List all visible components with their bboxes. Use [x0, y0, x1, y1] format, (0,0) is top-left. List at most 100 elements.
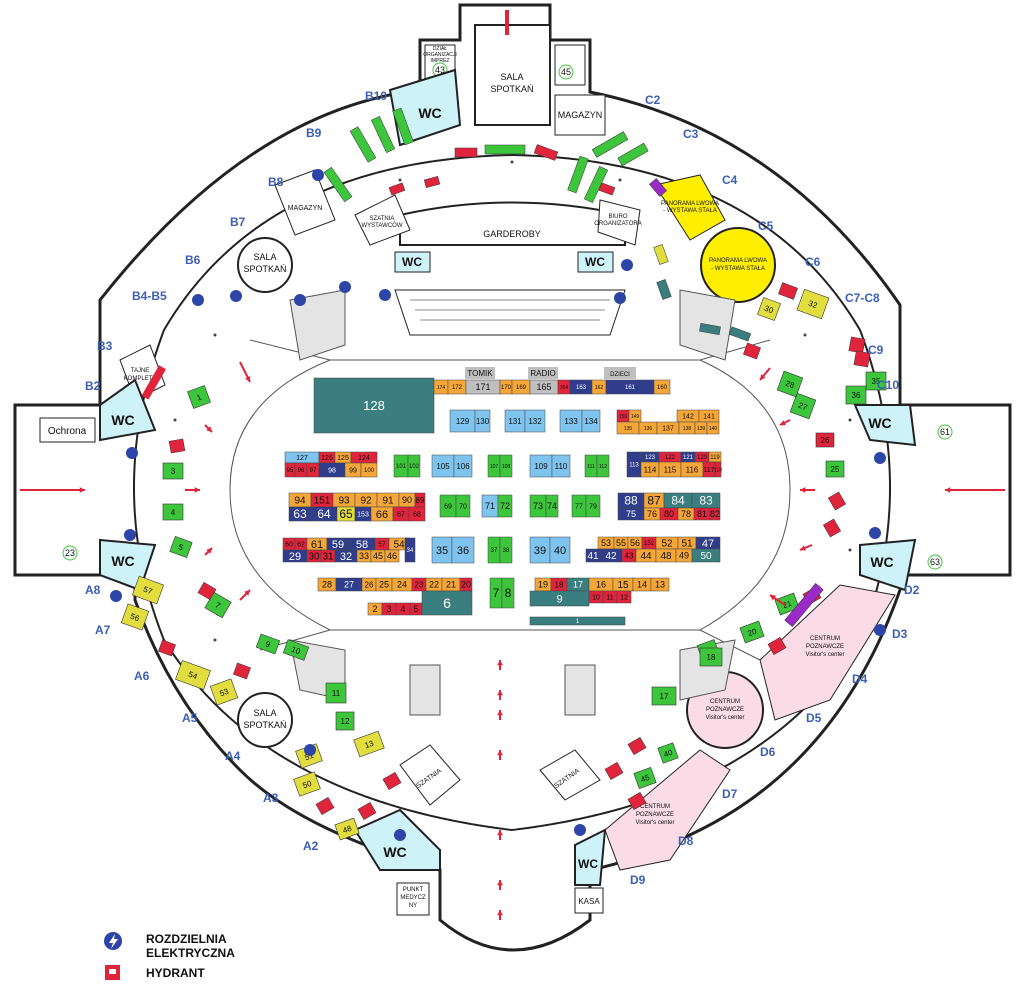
stand-119[interactable]: 119	[708, 451, 722, 463]
stand-160[interactable]: 160	[653, 379, 671, 395]
stand-16[interactable]: 16	[588, 577, 614, 592]
stand-46[interactable]: 46	[384, 549, 400, 563]
stand-66[interactable]: 66	[370, 506, 394, 522]
ring-stand-26[interactable]: 26	[815, 432, 835, 448]
ring-stand-11[interactable]: 11	[325, 682, 347, 704]
ring-slot[interactable]	[767, 636, 787, 656]
stand-79[interactable]: 79	[585, 494, 601, 518]
ring-slot[interactable]	[158, 639, 176, 657]
stand-51[interactable]: 51	[677, 536, 697, 550]
stand-38[interactable]: 38	[499, 536, 513, 564]
stand-76[interactable]: 76	[643, 507, 661, 521]
stand-64[interactable]: 64	[310, 506, 338, 522]
ring-stand-57[interactable]: 57	[131, 575, 165, 605]
stand-140[interactable]: 140	[706, 421, 720, 435]
stand-114[interactable]: 114	[640, 461, 660, 478]
stand-110[interactable]: 110	[551, 454, 571, 478]
stand-133[interactable]: 133	[559, 409, 583, 433]
ring-slot[interactable]	[598, 182, 616, 196]
stand-35[interactable]: 35	[431, 536, 453, 564]
stand-42[interactable]: 42	[599, 548, 623, 563]
ring-slot[interactable]	[656, 279, 672, 300]
ring-slot[interactable]	[848, 336, 866, 354]
ring-slot[interactable]	[349, 126, 377, 163]
stand-165[interactable]: 165	[529, 379, 559, 395]
stand-163[interactable]: 163	[569, 379, 593, 395]
stand-113[interactable]: 113	[626, 451, 642, 478]
ring-slot[interactable]	[853, 350, 871, 368]
stand-10[interactable]: 10	[588, 590, 604, 604]
stand-141[interactable]: 141	[698, 409, 720, 423]
stand-112[interactable]: 112	[596, 454, 610, 478]
stand-107[interactable]: 107	[487, 454, 501, 478]
stand-125[interactable]: 125	[334, 451, 352, 464]
stand-6[interactable]: 6	[421, 590, 473, 616]
stand-116[interactable]: 116	[680, 461, 704, 478]
stand-40[interactable]: 40	[549, 536, 571, 564]
stand-9[interactable]: 9	[529, 590, 590, 607]
ring-stand-17[interactable]: 17	[651, 686, 677, 706]
stand-170[interactable]: 170	[499, 379, 513, 395]
stand-5[interactable]: 5	[409, 602, 423, 616]
stand-14[interactable]: 14	[632, 577, 652, 592]
stand-8[interactable]: 8	[501, 577, 515, 609]
stand-152[interactable]: 152	[641, 536, 657, 550]
stand-53[interactable]: 53	[597, 536, 615, 550]
ring-stand-25[interactable]: 25	[825, 460, 845, 478]
stand-68[interactable]: 68	[408, 506, 426, 522]
ring-slot[interactable]	[315, 796, 335, 816]
stand-52[interactable]: 52	[655, 536, 679, 550]
stand-101[interactable]: 101	[393, 454, 409, 478]
ring-slot[interactable]	[604, 761, 624, 781]
ring-slot[interactable]	[370, 115, 396, 154]
stand-18[interactable]: 18	[550, 577, 568, 592]
stand-78[interactable]: 78	[677, 507, 695, 521]
stand-20[interactable]: 20	[459, 577, 473, 592]
ring-stand-56[interactable]: 56	[120, 603, 150, 631]
ring-stand-28[interactable]: 28	[776, 370, 804, 398]
stand-87[interactable]: 87	[643, 492, 665, 509]
stand-126[interactable]: 126	[318, 451, 336, 464]
ring-slot[interactable]	[627, 791, 647, 811]
stand-57[interactable]: 57	[374, 537, 390, 551]
stand-161[interactable]: 161	[605, 379, 655, 395]
stand-121[interactable]: 121	[680, 451, 696, 463]
ring-stand-5[interactable]: 5	[169, 536, 193, 558]
stand-1[interactable]: 1	[529, 616, 626, 626]
ring-slot[interactable]	[388, 182, 406, 196]
stand-153[interactable]: 153	[354, 506, 372, 522]
stand-91[interactable]: 91	[376, 492, 400, 508]
ring-stand-54[interactable]: 54	[175, 660, 211, 690]
stand-21[interactable]: 21	[441, 577, 461, 592]
stand-31[interactable]: 31	[320, 549, 336, 563]
stand-151[interactable]: 151	[310, 492, 334, 508]
ring-slot[interactable]	[699, 323, 721, 335]
stand-124[interactable]: 124	[350, 451, 378, 464]
stand-129[interactable]: 129	[449, 409, 476, 433]
stand-137[interactable]: 137	[656, 421, 680, 435]
stand-139[interactable]: 139	[694, 421, 708, 435]
ring-slot[interactable]	[382, 771, 402, 791]
stand-70[interactable]: 70	[455, 494, 471, 518]
stand-149[interactable]: 149	[628, 409, 642, 423]
stand-4[interactable]: 4	[395, 602, 411, 616]
ring-slot[interactable]	[197, 581, 217, 601]
stand-82[interactable]: 82	[709, 507, 721, 521]
stand-30[interactable]: 30	[306, 549, 322, 563]
stand-71[interactable]: 71	[481, 494, 499, 518]
stand-102[interactable]: 102	[407, 454, 421, 478]
stand-109[interactable]: 109	[529, 454, 553, 478]
stand-142[interactable]: 142	[676, 409, 700, 423]
stand-122[interactable]: 122	[658, 451, 682, 463]
stand-48[interactable]: 48	[655, 548, 677, 563]
stand-47[interactable]: 47	[695, 536, 721, 550]
stand-83[interactable]: 83	[691, 492, 721, 509]
stand-132[interactable]: 132	[524, 409, 546, 433]
stand-134[interactable]: 134	[581, 409, 601, 433]
ring-stand-27[interactable]: 27	[789, 392, 817, 420]
ring-slot[interactable]	[784, 583, 824, 627]
stand-63[interactable]: 63	[288, 506, 312, 522]
stand-37[interactable]: 37	[487, 536, 501, 564]
ring-slot[interactable]	[357, 801, 377, 821]
stand-7[interactable]: 7	[489, 577, 503, 609]
